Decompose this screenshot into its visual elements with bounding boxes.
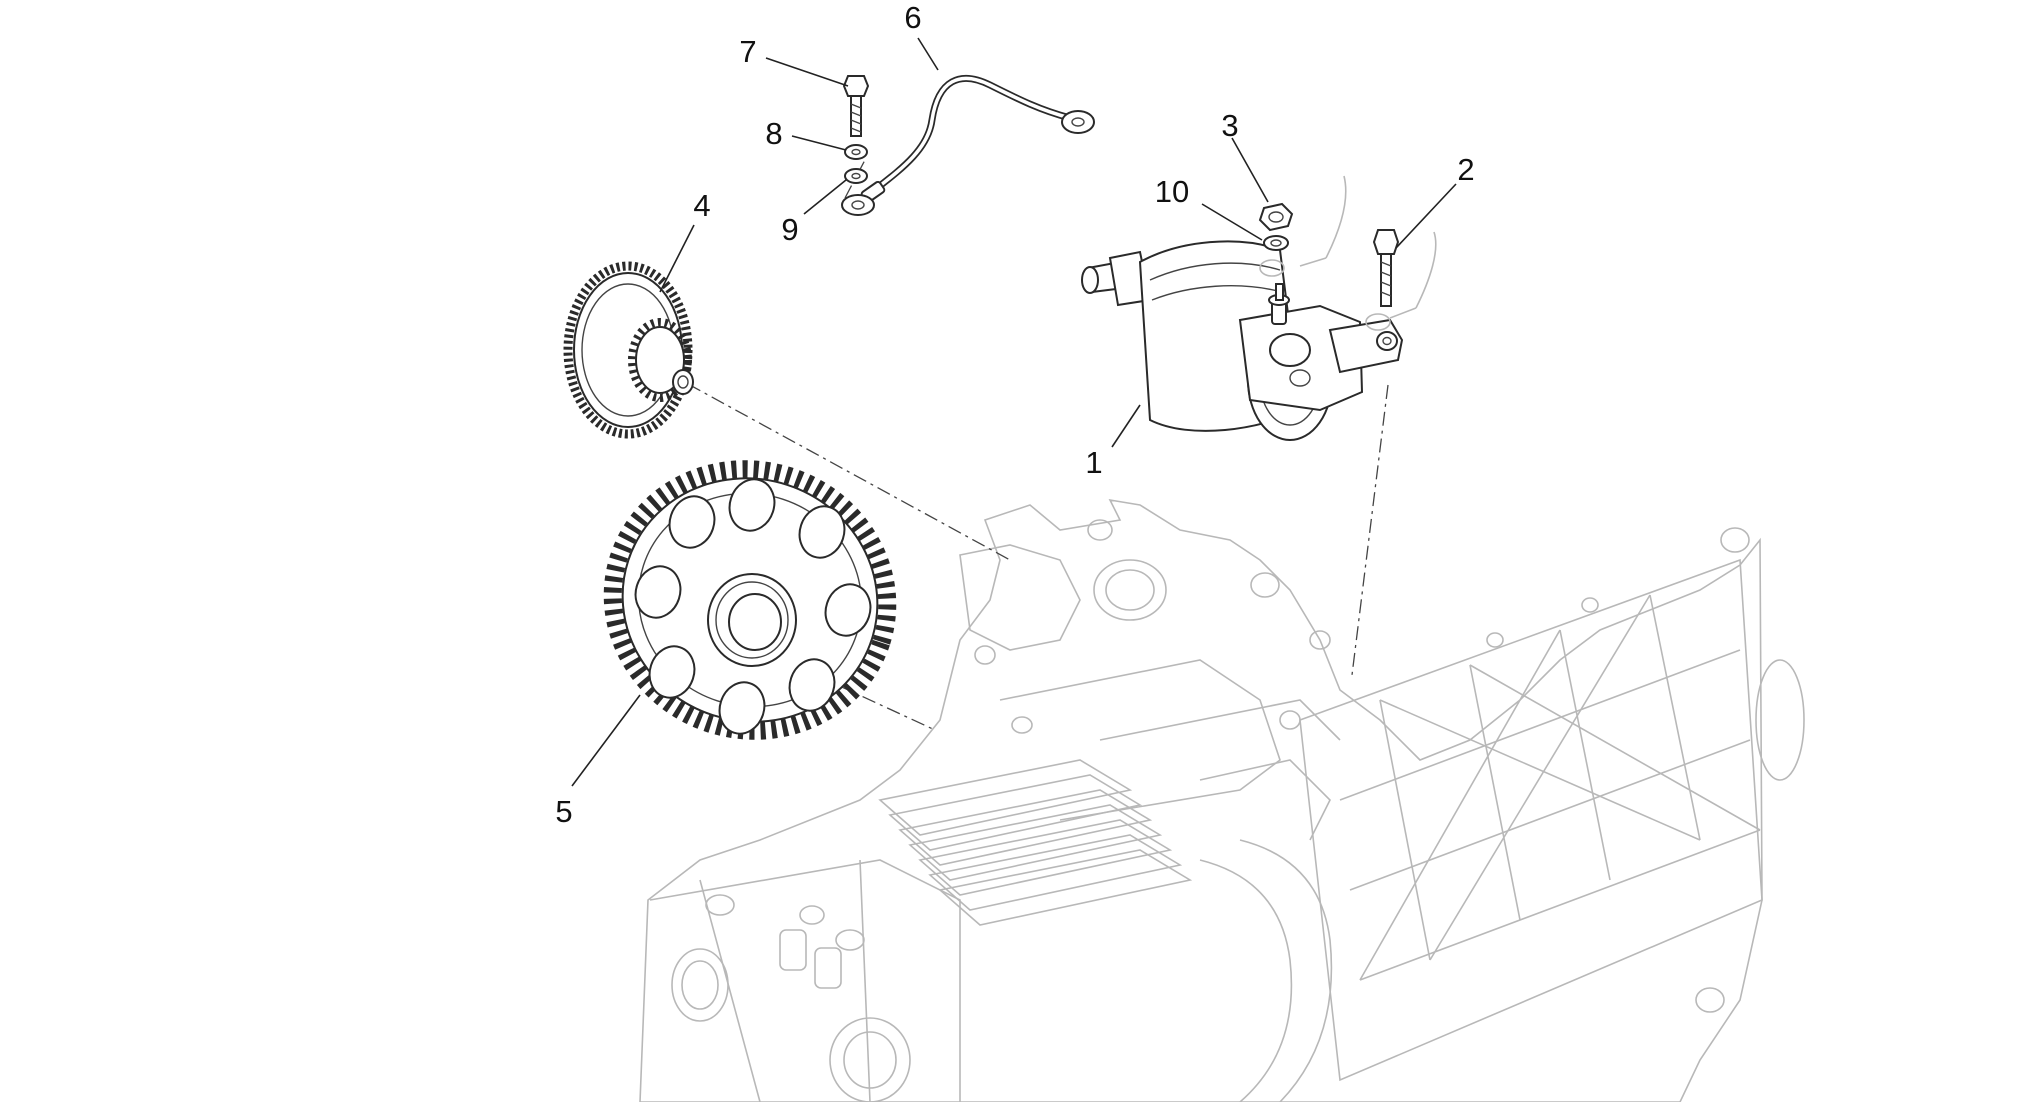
part-3-nut bbox=[1258, 202, 1294, 232]
callout-5: 5 bbox=[555, 794, 572, 829]
callout-10: 10 bbox=[1155, 174, 1189, 209]
callout-3: 3 bbox=[1221, 108, 1238, 143]
starter-cable-terminals bbox=[1259, 175, 1437, 331]
part-4-idler-gear bbox=[563, 261, 694, 439]
cylinder-fins bbox=[878, 759, 1193, 926]
callout-leaders bbox=[571, 37, 1457, 787]
callout-7: 7 bbox=[739, 34, 756, 69]
engine-crankcase bbox=[639, 498, 1805, 1102]
part-5-starter-driven-gear bbox=[603, 460, 897, 740]
part-9-washer bbox=[844, 168, 868, 184]
callout-6: 6 bbox=[904, 0, 921, 35]
part-2-bolt bbox=[1372, 229, 1400, 307]
callout-1: 1 bbox=[1085, 445, 1102, 480]
callout-labels: 1 2 3 4 5 6 7 8 9 10 bbox=[555, 0, 1474, 829]
callout-4: 4 bbox=[693, 188, 710, 223]
part-10-washer bbox=[1263, 235, 1289, 251]
part-6-ground-cable bbox=[841, 74, 1095, 216]
part-1-starter-motor bbox=[1081, 240, 1404, 441]
callout-2: 2 bbox=[1457, 152, 1474, 187]
part-8-washer bbox=[844, 144, 868, 160]
callout-8: 8 bbox=[765, 116, 782, 151]
callout-9: 9 bbox=[781, 212, 798, 247]
part-7-bolt bbox=[842, 75, 870, 137]
transmission-case bbox=[1299, 527, 1805, 1082]
